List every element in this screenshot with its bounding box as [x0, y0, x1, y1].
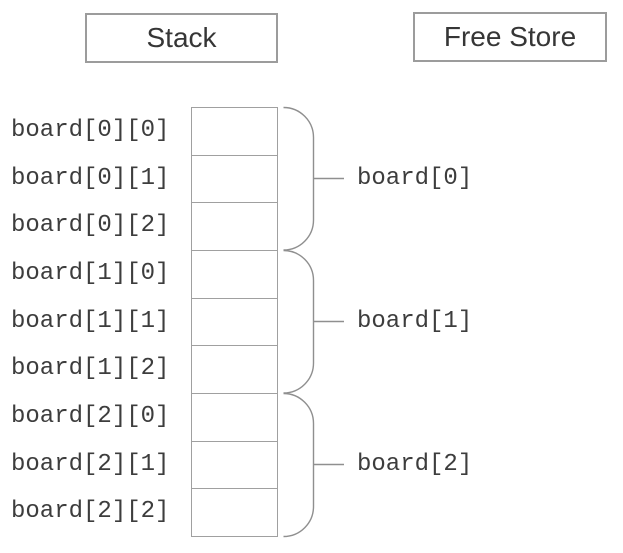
brace-row-0 — [283, 106, 315, 251]
stack-header-label: Stack — [146, 22, 217, 53]
stack-cell — [192, 202, 277, 250]
stack-cell — [192, 393, 277, 441]
stack-cell — [192, 297, 277, 346]
stack-cell — [192, 440, 277, 489]
stack-element-label: board[2][2] — [11, 498, 170, 525]
stack-element-label: board[2][1] — [11, 451, 170, 478]
stack-cell-column — [191, 107, 278, 537]
brace-row-2 — [283, 392, 315, 538]
stack-element-label: board[0][1] — [11, 165, 170, 192]
stack-element-label: board[1][0] — [11, 260, 170, 287]
row-group-label: board[0] — [357, 165, 473, 192]
stack-cell — [192, 154, 277, 203]
free-store-header-label: Free Store — [443, 21, 577, 52]
stack-cell — [192, 250, 277, 298]
stack-cell — [192, 488, 277, 536]
stack-element-label: board[0][0] — [11, 117, 170, 144]
row-group-label: board[1] — [357, 308, 473, 335]
stack-element-label: board[2][0] — [11, 403, 170, 430]
stack-element-label: board[0][2] — [11, 212, 170, 239]
brace-row-1 — [283, 249, 315, 394]
free-store-header-box: Free Store — [413, 12, 607, 62]
stack-cell — [192, 345, 277, 393]
stack-element-label: board[1][1] — [11, 308, 170, 335]
stack-element-label: board[1][2] — [11, 355, 170, 382]
stack-header-box: Stack — [85, 13, 278, 63]
row-group-label: board[2] — [357, 451, 473, 478]
stack-cell — [192, 108, 277, 155]
